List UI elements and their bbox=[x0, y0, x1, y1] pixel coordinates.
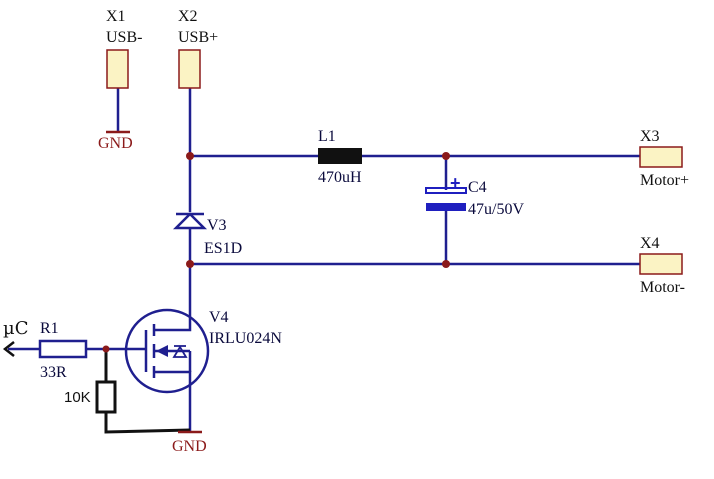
mosfet-v4-value: IRLU024N bbox=[209, 330, 282, 347]
resistor-pulldown: 10K bbox=[64, 380, 117, 414]
signal-arrow-icon bbox=[2, 341, 15, 357]
resistor-r1-body bbox=[38, 339, 88, 359]
resistor-r1-value: 33R bbox=[40, 364, 67, 381]
connector-x3-ref: X3 bbox=[640, 128, 660, 145]
connector-x2: X2 USB+ bbox=[178, 8, 218, 89]
mosfet-v4-ref: V4 bbox=[209, 309, 229, 326]
junction-dot bbox=[442, 260, 450, 268]
capacitor-c4-value: 47u/50V bbox=[468, 201, 524, 218]
diode-v3-triangle bbox=[172, 212, 208, 230]
connector-x2-name: USB+ bbox=[178, 29, 218, 46]
connector-x4: X4 Motor- bbox=[639, 235, 685, 296]
ground-top: GND bbox=[98, 130, 133, 152]
junction-dot bbox=[442, 152, 450, 160]
connector-x1: X1 USB- bbox=[106, 8, 142, 89]
diode-v3: V3 ES1D bbox=[172, 212, 242, 257]
connector-x3-name: Motor+ bbox=[640, 172, 689, 189]
mosfet-v4-body bbox=[124, 308, 210, 394]
diode-v3-value: ES1D bbox=[204, 240, 242, 257]
signal-uc: µC bbox=[2, 318, 28, 357]
capacitor-c4-top-plate bbox=[425, 187, 467, 194]
ground-top-label: GND bbox=[98, 135, 133, 152]
inductor-l1-ref: L1 bbox=[318, 128, 336, 145]
connector-x3: X3 Motor+ bbox=[639, 128, 689, 189]
ground-bottom-label: GND bbox=[172, 438, 207, 455]
capacitor-c4-bottom-plate bbox=[426, 203, 466, 211]
junction-dot bbox=[186, 260, 194, 268]
pulldown-wires bbox=[104, 349, 191, 434]
mosfet-v4-arrow bbox=[156, 345, 168, 357]
connector-x4-ref: X4 bbox=[640, 235, 660, 252]
resistor-pulldown-value: 10K bbox=[64, 389, 91, 406]
connector-x1-body bbox=[106, 49, 129, 89]
connector-x1-ref: X1 bbox=[106, 8, 126, 25]
connector-x1-name: USB- bbox=[106, 29, 142, 46]
mosfet-v4 bbox=[124, 308, 210, 395]
diode-v3-ref: V3 bbox=[207, 217, 227, 234]
inductor-l1-body bbox=[318, 148, 362, 164]
connector-x2-body bbox=[178, 49, 201, 89]
junctions bbox=[102, 152, 450, 353]
connector-x4-name: Motor- bbox=[640, 279, 685, 296]
junction-dot bbox=[186, 152, 194, 160]
connector-x3-body bbox=[639, 146, 683, 168]
inductor-l1: L1 470uH bbox=[318, 128, 362, 186]
junction-dot bbox=[102, 345, 110, 353]
mosfet-v4-body-diode bbox=[172, 345, 188, 358]
wires bbox=[8, 88, 640, 432]
connector-x4-body bbox=[639, 253, 683, 275]
connector-x2-ref: X2 bbox=[178, 8, 198, 25]
ground-bottom: GND bbox=[172, 430, 207, 455]
resistor-r1: R1 33R bbox=[38, 320, 88, 381]
capacitor-c4-ref: C4 bbox=[468, 179, 487, 196]
inductor-l1-value: 470uH bbox=[318, 169, 362, 186]
mosfet-v4-drain-lead bbox=[154, 312, 192, 332]
resistor-r1-ref: R1 bbox=[40, 320, 59, 337]
resistor-pulldown-body bbox=[95, 380, 117, 414]
wire-pulldown-bottom bbox=[104, 412, 191, 434]
capacitor-c4-polarity: + bbox=[450, 173, 461, 193]
capacitor-c4: + C4 47u/50V bbox=[425, 173, 524, 218]
signal-name: µC bbox=[3, 318, 28, 339]
